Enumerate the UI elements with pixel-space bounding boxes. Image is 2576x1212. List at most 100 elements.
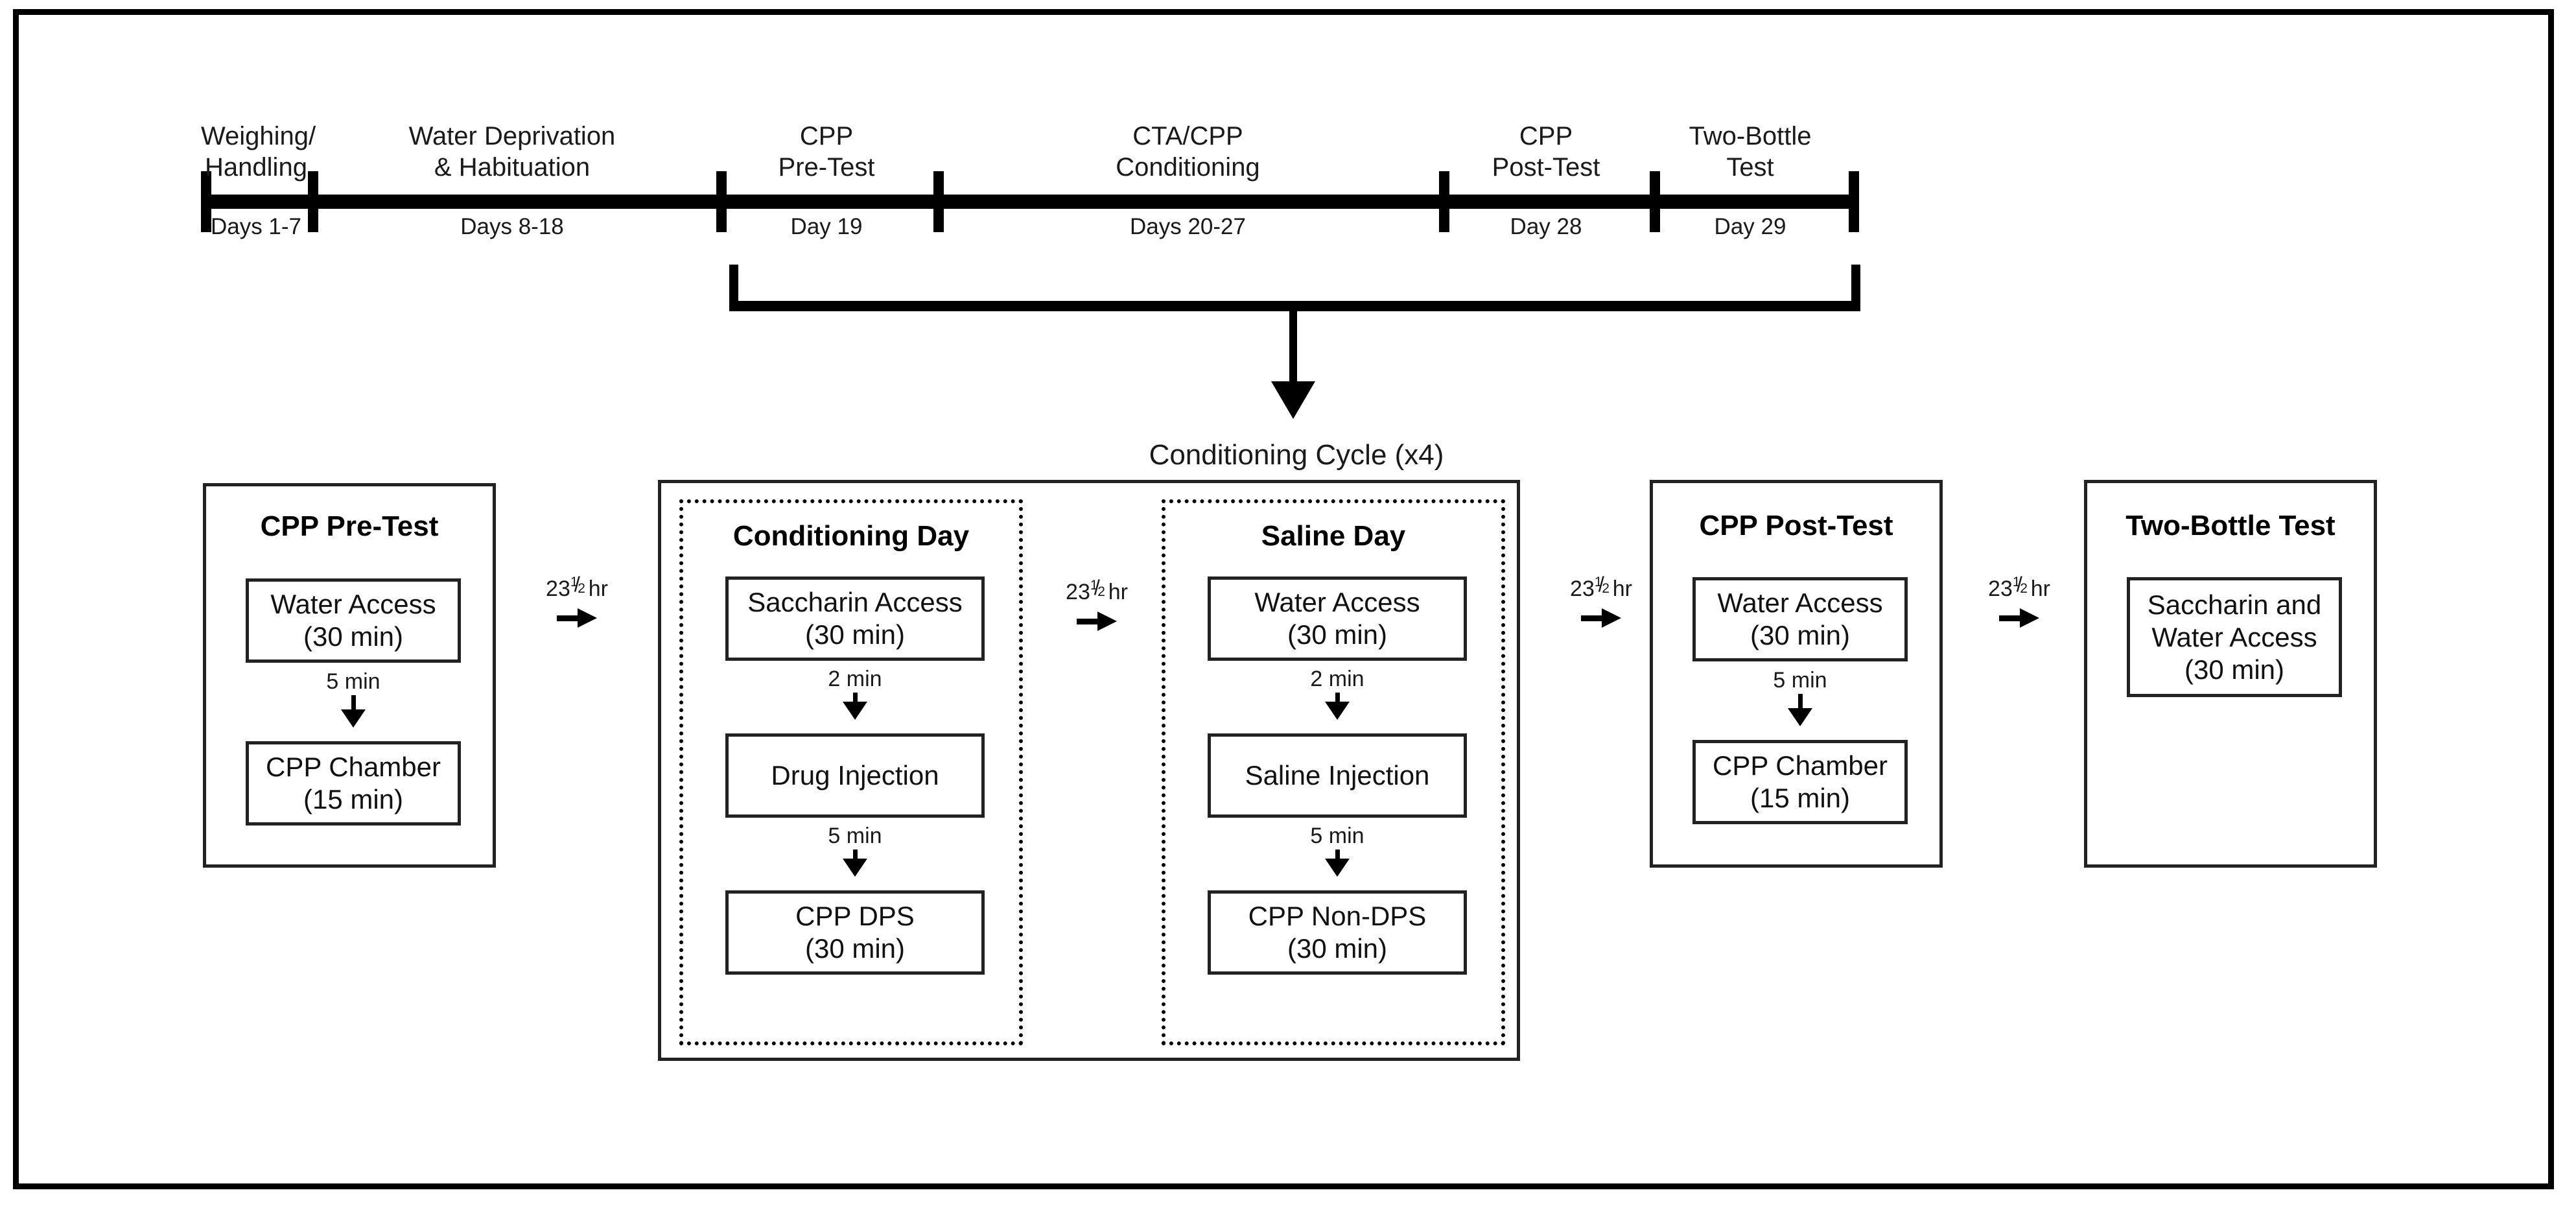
connector-stem — [1335, 850, 1340, 859]
step-box-cpp-dps: CPP DPS (30 min) — [725, 890, 985, 975]
connector-stem — [852, 693, 858, 702]
fraction-denominator: 2 — [1602, 581, 1610, 597]
connector-stem — [1797, 694, 1803, 708]
timeline-phase-days-cta-cpp-conditioning: Days 20-27 — [1130, 214, 1246, 239]
panel-conditioning-day: Conditioning Day Saccharin Access (30 mi… — [679, 499, 1023, 1045]
fraction-one-half: 1/2 — [2013, 572, 2031, 596]
timeline-tick-3 — [933, 171, 944, 232]
connector-stem — [852, 850, 858, 859]
timeline-tick-6 — [1849, 171, 1859, 232]
step-box-water-access: Water Access (30 min) — [246, 578, 461, 663]
timeline-phase-label-weighing-handling: Weighing/ Handling — [201, 122, 316, 182]
connector-label-5-min: 5 min — [1310, 824, 1364, 848]
fraction-numerator: 1 — [1090, 577, 1098, 593]
step-box-cpp-non-dps: CPP Non-DPS (30 min) — [1208, 890, 1467, 975]
panel-cpp-pre-test: CPP Pre-Test Water Access (30 min) 5 min… — [203, 483, 496, 868]
fraction-slash: / — [1094, 575, 1100, 600]
interval-unit: hr — [588, 576, 608, 601]
down-arrow-icon — [1788, 708, 1812, 726]
connector-label-5-min: 5 min — [828, 824, 882, 848]
interval-unit: hr — [2030, 576, 2050, 601]
connector-2-min: 2 min — [725, 667, 985, 720]
fraction-one-half: 1/2 — [1595, 572, 1613, 597]
panel-two-bottle-test: Two-Bottle Test Saccharin and Water Acce… — [2084, 480, 2377, 868]
step-box-saccharin-access: Saccharin Access (30 min) — [725, 576, 985, 661]
interval-whole: 23 — [1988, 576, 2013, 601]
fraction-denominator: 2 — [1097, 584, 1105, 600]
panel-saline-day: Saline Day Water Access (30 min) 2 min S… — [1162, 499, 1505, 1045]
timeline-phase-days-two-bottle-test: Day 29 — [1714, 214, 1786, 239]
fraction-numerator: 1 — [2012, 574, 2020, 589]
timeline-phase-days-cpp-pre-test: Day 19 — [790, 214, 863, 239]
step-box-cpp-chamber: CPP Chamber (15 min) — [246, 741, 461, 826]
connector-stem — [351, 695, 356, 709]
right-arrow-icon — [1999, 608, 2039, 628]
timeline-phase-days-weighing-handling: Days 1-7 — [210, 214, 302, 239]
step-box-saccharin-and-water-access: Saccharin and Water Access (30 min) — [2127, 577, 2342, 697]
fraction-slash: / — [1598, 572, 1604, 597]
right-arrow-icon — [1077, 612, 1117, 631]
timeline-tick-5 — [1650, 171, 1660, 232]
fraction-slash: / — [574, 572, 580, 597]
connector-label-2-min: 2 min — [1310, 667, 1364, 691]
timeline-phase-label-cta-cpp-conditioning: CTA/CPP Conditioning — [1116, 122, 1260, 182]
conditioning-bracket — [729, 265, 1860, 311]
connector-5-min: 5 min — [246, 669, 461, 728]
right-arrow-icon — [1581, 608, 1621, 628]
interval-whole: 23 — [1570, 576, 1595, 601]
fraction-denominator: 2 — [2020, 581, 2028, 597]
bracket-arrow-stem — [1289, 307, 1297, 385]
interval-unit: hr — [1108, 580, 1128, 604]
down-arrow-icon — [843, 859, 867, 877]
down-arrow-icon — [341, 709, 366, 728]
fraction-one-half: 1/2 — [570, 572, 589, 597]
timeline-tick-1 — [308, 171, 318, 232]
fraction-numerator: 1 — [570, 574, 578, 589]
timeline-tick-0 — [201, 171, 211, 232]
step-box-drug-injection: Drug Injection — [725, 733, 985, 818]
timeline-phase-days-cpp-post-test: Day 28 — [1510, 214, 1582, 239]
timeline-tick-2 — [716, 171, 727, 232]
connector-stem — [1335, 693, 1340, 702]
timeline-axis — [201, 195, 1859, 209]
connector-5-min: 5 min — [725, 824, 985, 877]
timeline-phase-label-cpp-post-test: CPP Post-Test — [1492, 122, 1600, 182]
figure-border — [13, 9, 2554, 1189]
step-box-saline-injection: Saline Injection — [1208, 733, 1467, 818]
interval-whole: 23 — [1066, 580, 1090, 604]
timeline-tick-4 — [1439, 171, 1449, 232]
step-box-cpp-chamber: CPP Chamber (15 min) — [1692, 740, 1908, 824]
fraction-denominator: 2 — [578, 581, 585, 597]
panel-title-cpp-post-test: CPP Post-Test — [1699, 510, 1893, 541]
conditioning-cycle-caption: Conditioning Cycle (x4) — [1149, 439, 1444, 471]
connector-5-min: 5 min — [1208, 824, 1467, 877]
connector-label-2-min: 2 min — [828, 667, 882, 691]
right-arrow-icon — [557, 608, 597, 628]
step-box-water-access: Water Access (30 min) — [1692, 577, 1908, 661]
step-box-water-access: Water Access (30 min) — [1208, 576, 1467, 661]
down-arrow-icon — [843, 702, 867, 720]
connector-label-5-min: 5 min — [326, 669, 381, 694]
fraction-numerator: 1 — [1594, 574, 1602, 589]
timeline-phase-days-water-deprivation: Days 8-18 — [460, 214, 564, 239]
panel-title-two-bottle-test: Two-Bottle Test — [2125, 510, 2336, 541]
panel-title-conditioning-day: Conditioning Day — [732, 520, 970, 552]
timeline-phase-label-water-deprivation: Water Deprivation & Habituation — [408, 122, 616, 182]
panel-conditioning-cycle: Conditioning Day Saccharin Access (30 mi… — [658, 480, 1520, 1061]
fraction-one-half: 1/2 — [1090, 575, 1108, 600]
connector-label-5-min: 5 min — [1773, 668, 1827, 693]
connector-5-min: 5 min — [1692, 668, 1908, 726]
down-arrow-icon — [1325, 702, 1350, 720]
timeline-phase-label-cpp-pre-test: CPP Pre-Test — [778, 122, 875, 182]
panel-cpp-post-test: CPP Post-Test Water Access (30 min) 5 mi… — [1650, 480, 1943, 868]
interval-whole: 23 — [546, 576, 570, 601]
